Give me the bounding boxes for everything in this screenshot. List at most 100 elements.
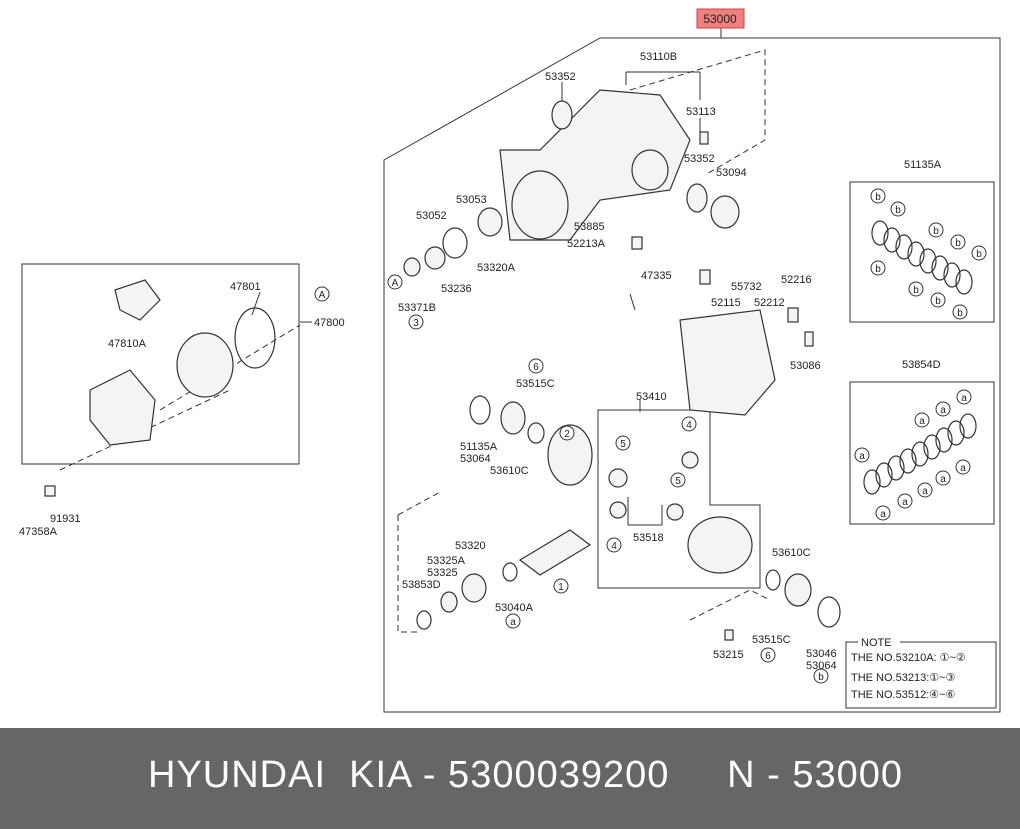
diff-case-icon[interactable] (687, 516, 753, 574)
label-53052[interactable]: 53052 (416, 210, 447, 222)
label-52216[interactable]: 52216 (781, 274, 812, 286)
main-part-label[interactable]: 53000 (703, 12, 737, 26)
svg-text:a: a (880, 509, 886, 520)
coupling-housing-icon[interactable] (89, 369, 156, 446)
svg-text:a: a (960, 463, 966, 474)
label-53515C-b[interactable]: 53515C (752, 634, 791, 646)
label-53610C-b[interactable]: 53610C (772, 547, 811, 559)
bearing-53610C-b-icon[interactable] (784, 573, 812, 607)
label-53053[interactable]: 53053 (456, 194, 487, 206)
note-title: NOTE (861, 637, 892, 649)
label-91931[interactable]: 91931 (50, 513, 81, 525)
plug-47335-icon[interactable] (699, 269, 711, 285)
label-53046[interactable]: 53046 (806, 648, 837, 660)
svg-text:5: 5 (675, 476, 681, 487)
svg-text:a: a (922, 486, 928, 497)
svg-text:a: a (859, 451, 865, 462)
rear-cover-icon[interactable] (679, 309, 776, 416)
label-53371B[interactable]: 53371B (398, 302, 436, 314)
svg-text:5: 5 (620, 439, 626, 450)
label-47335[interactable]: 47335 (641, 270, 672, 282)
label-47800[interactable]: 47800 (314, 317, 345, 329)
svg-text:3: 3 (413, 318, 419, 329)
svg-text:b: b (957, 308, 963, 319)
label-53113[interactable]: 53113 (686, 106, 716, 118)
label-53518[interactable]: 53518 (633, 532, 664, 544)
svg-text:6: 6 (533, 362, 539, 373)
flange-53094-icon[interactable] (710, 195, 740, 229)
svg-text:4: 4 (611, 541, 617, 552)
bearing-53610C-icon[interactable] (500, 401, 526, 435)
centerline-top (629, 49, 766, 176)
label-53352b[interactable]: 53352 (684, 153, 715, 165)
label-53885[interactable]: 53885 (574, 221, 605, 233)
label-52212[interactable]: 52212 (754, 297, 785, 309)
bearing-53320-icon[interactable] (461, 573, 487, 603)
label-53854D-kit[interactable]: 53854D (902, 359, 941, 371)
svg-text:b: b (895, 205, 901, 216)
note-line-2: THE NO.53213:①~③ (851, 672, 956, 684)
exploded-view-svg: 53000 (19, 8, 1001, 713)
flange-icon[interactable] (114, 279, 161, 321)
label-51135A-kit[interactable]: 51135A (904, 159, 942, 171)
label-53320A[interactable]: 53320A (477, 262, 516, 274)
coupling-icon[interactable] (176, 332, 234, 398)
label-53236[interactable]: 53236 (441, 283, 472, 295)
svg-text:2: 2 (564, 429, 570, 440)
label-53086[interactable]: 53086 (790, 360, 821, 372)
label-53320[interactable]: 53320 (455, 540, 486, 552)
svg-text:a: a (961, 393, 967, 404)
label-53064-b[interactable]: 53064 (806, 660, 837, 672)
label-53352[interactable]: 53352 (545, 71, 576, 83)
svg-text:b: b (913, 285, 919, 296)
footer-bar: HYUNDAI KIA - 5300039200 N - 53000 (0, 728, 1020, 829)
svg-text:1: 1 (558, 582, 564, 593)
label-47801[interactable]: 47801 (230, 281, 261, 293)
svg-text:a: a (510, 617, 516, 628)
label-53040A[interactable]: 53040A (495, 602, 534, 614)
seal-51135A-icon[interactable] (469, 395, 491, 425)
oring-47801-icon[interactable] (234, 307, 276, 369)
label-53110B[interactable]: 53110B (640, 51, 677, 63)
label-53064[interactable]: 53064 (460, 453, 491, 465)
svg-text:b: b (875, 192, 881, 203)
label-53215[interactable]: 53215 (713, 649, 744, 661)
assembly-border (383, 37, 1001, 713)
note-box (845, 641, 997, 709)
svg-text:b: b (935, 296, 941, 307)
seal-53352b-icon[interactable] (686, 183, 708, 213)
label-52213A[interactable]: 52213A (567, 238, 606, 250)
svg-text:b: b (976, 249, 982, 260)
footer-part-info: HYUNDAI KIA - 5300039200 N - 53000 (148, 754, 904, 796)
kit-box-53854D (849, 381, 995, 525)
subassembly-box-47800 (21, 263, 300, 465)
label-52115[interactable]: 52115 (711, 297, 741, 309)
note-line-1: THE NO.53210A: ①~② (851, 652, 966, 664)
label-47810A[interactable]: 47810A (108, 338, 147, 350)
svg-text:a: a (940, 405, 946, 416)
kit-box-51135A (849, 181, 995, 323)
main-part-highlight[interactable] (696, 8, 745, 29)
svg-text:a: a (919, 416, 925, 427)
label-53325[interactable]: 53325 (427, 567, 458, 579)
label-47358A[interactable]: 47358A (19, 526, 58, 538)
label-55732[interactable]: 55732 (731, 281, 762, 293)
svg-text:b: b (955, 238, 961, 249)
label-51135A[interactable]: 51135A (460, 441, 498, 453)
label-53853D[interactable]: 53853D (402, 579, 441, 591)
parts-diagram: 53000 (19, 8, 1001, 713)
svg-text:6: 6 (765, 651, 771, 662)
label-53410[interactable]: 53410 (636, 391, 667, 403)
seal-53352-icon[interactable] (551, 100, 573, 130)
drive-pinion-icon[interactable] (518, 529, 592, 576)
svg-text:b: b (818, 672, 824, 683)
label-53610C[interactable]: 53610C (490, 465, 529, 477)
label-53325A[interactable]: 53325A (427, 555, 466, 567)
ring-gear-icon[interactable] (547, 424, 593, 486)
label-53515C[interactable]: 53515C (516, 378, 555, 390)
svg-text:a: a (902, 497, 908, 508)
bearing-53320A-icon[interactable] (477, 207, 503, 237)
svg-text:A: A (319, 290, 326, 301)
bolt-53113-icon[interactable] (699, 131, 709, 145)
label-53094[interactable]: 53094 (716, 167, 747, 179)
